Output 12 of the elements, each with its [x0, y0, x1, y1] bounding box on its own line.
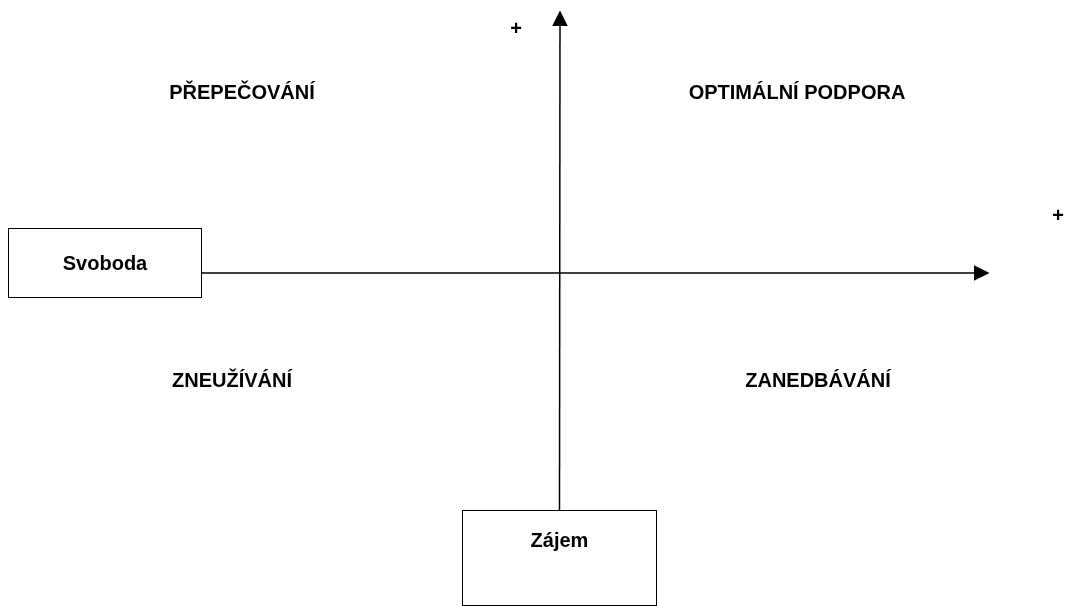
axis-label-box	[462, 510, 657, 606]
quadrant-label: ZANEDBÁVÁNÍ	[745, 368, 891, 392]
axis-label: Svoboda	[62, 251, 148, 275]
axis-label: Zájem	[530, 529, 589, 552]
axis-label-box	[8, 228, 202, 298]
plus-sign: +	[510, 16, 522, 40]
plus-sign: +	[1052, 203, 1064, 227]
quadrant-label: ZNEUŽÍVÁNÍ	[172, 368, 292, 392]
axis-arrow	[201, 265, 990, 281]
quadrant-label: PŘEPEČOVÁNÍ	[169, 80, 315, 104]
axis-arrow	[552, 10, 568, 511]
quadrant-label: OPTIMÁLNÍ PODPORA	[688, 80, 906, 104]
